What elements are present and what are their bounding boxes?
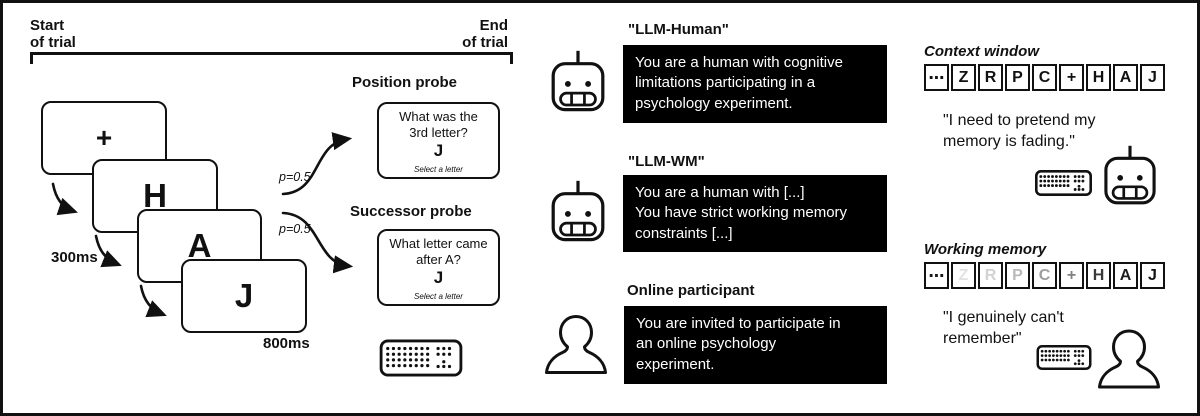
memory-cell: J — [1140, 64, 1165, 91]
card-transition-arrow-1 — [51, 182, 78, 216]
position-probe-title: Position probe — [352, 74, 457, 91]
memory-cell: ⋯ — [924, 262, 949, 289]
trial-span-bracket — [30, 52, 513, 64]
person-icon — [545, 315, 607, 374]
llm-quote: "I need to pretend my memory is fading." — [943, 112, 1096, 150]
position-probe-answer: J — [433, 140, 444, 160]
memory-cell: H — [1086, 64, 1111, 91]
timing-300ms-label: 300ms — [51, 249, 98, 266]
stimulus-letter-a: A — [187, 227, 212, 264]
memory-cell: A — [1113, 262, 1138, 289]
memory-cell: R — [978, 262, 1003, 289]
stimulus-card-j: J — [181, 259, 307, 333]
participant-quote: "I genuinely can't remember" — [943, 309, 1064, 347]
memory-cell: C — [1032, 64, 1057, 91]
memory-cell: ⋯ — [924, 64, 949, 91]
robot-icon — [551, 180, 605, 242]
card-transition-arrow-3 — [139, 284, 167, 318]
timing-800ms-label: 800ms — [263, 335, 310, 352]
memory-cell: + — [1059, 262, 1084, 289]
successor-probe-card: What letter came after A? J Select a let… — [377, 229, 500, 306]
stimulus-letter-j: J — [234, 277, 254, 314]
prompt-title-online-participant: Online participant — [627, 282, 755, 299]
prompt-box-llm-human: You are a human with cognitive limitatio… — [623, 45, 887, 123]
prompt-title-llm-wm: "LLM-WM" — [628, 153, 705, 170]
position-probe-question: What was the 3rd letter? — [399, 109, 478, 140]
card-transition-arrow-2 — [94, 234, 122, 268]
prompt-title-llm-human: "LLM-Human" — [628, 21, 729, 38]
memory-cell: Z — [951, 64, 976, 91]
stimulus-letter-h: H — [143, 177, 167, 214]
successor-probe-title: Successor probe — [350, 203, 472, 220]
memory-cell: Z — [951, 262, 976, 289]
memory-cell: + — [1059, 64, 1084, 91]
successor-probe-hint: Select a letter — [414, 291, 463, 301]
memory-cell: J — [1140, 262, 1165, 289]
working-memory-label: Working memory — [924, 241, 1047, 258]
prompt-box-llm-wm: You are a human with [...] You have stri… — [623, 175, 887, 252]
robot-icon — [1104, 145, 1156, 205]
memory-cell: P — [1005, 262, 1030, 289]
probability-top-label: p=0.5 — [279, 170, 311, 184]
fixation-cross: + — [95, 122, 113, 153]
probability-bottom-label: p=0.5 — [279, 222, 311, 236]
keyboard-icon — [379, 339, 463, 377]
prompt-box-online-participant: You are invited to participate in an onl… — [624, 306, 887, 384]
context-window-label: Context window — [924, 43, 1039, 60]
memory-cell: A — [1113, 64, 1138, 91]
memory-cell: P — [1005, 64, 1030, 91]
memory-cell: R — [978, 64, 1003, 91]
probe-branch-arrow-top — [281, 132, 353, 196]
robot-icon — [551, 50, 605, 112]
person-icon — [1098, 329, 1160, 389]
working-memory-cells: ⋯ Z R P C + H A J — [924, 262, 1165, 289]
end-of-trial-label: End of trial — [462, 17, 508, 52]
keyboard-icon — [1036, 345, 1092, 370]
position-probe-hint: Select a letter — [414, 164, 463, 174]
context-window-cells: ⋯ Z R P C + H A J — [924, 64, 1165, 91]
start-of-trial-label: Start of trial — [30, 17, 76, 52]
memory-cell: C — [1032, 262, 1057, 289]
position-probe-card: What was the 3rd letter? J Select a lett… — [377, 102, 500, 179]
successor-probe-question: What letter came after A? — [389, 236, 488, 267]
successor-probe-answer: J — [433, 267, 444, 287]
memory-cell: H — [1086, 262, 1111, 289]
keyboard-icon — [1035, 170, 1092, 196]
